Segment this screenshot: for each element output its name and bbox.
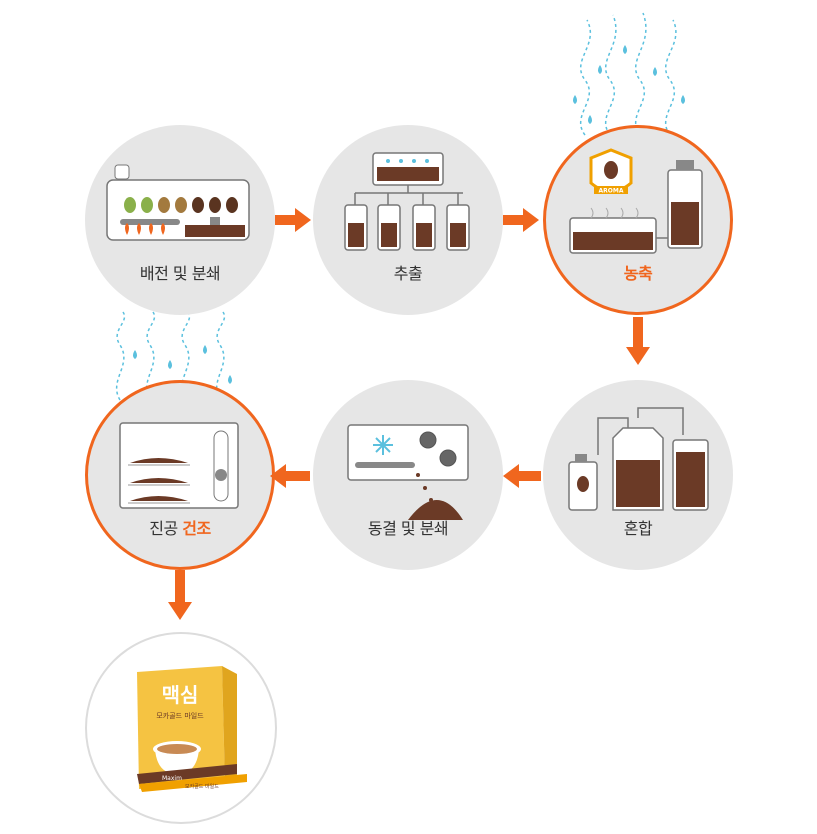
arrow-right-icon — [503, 208, 539, 232]
arrow-left-icon — [503, 464, 541, 488]
roasting-machine-icon — [106, 164, 250, 241]
vapor-steam-icon — [115, 311, 232, 401]
final-product: 맥심 모카골드 마일드 Maxim 모카골드 마일드 — [85, 632, 277, 824]
step-freeze: 동결 및 분쇄 — [313, 380, 503, 570]
step-extract: 추출 — [313, 125, 503, 315]
step-roast: 배전 및 분쇄 — [85, 125, 275, 315]
extraction-tanks-icon — [344, 152, 470, 251]
step-label: 동결 및 분쇄 — [367, 519, 449, 538]
concentration-icon: AROMA — [569, 148, 703, 254]
step-label: 혼합 — [623, 519, 653, 538]
vacuum-dryer-icon — [119, 422, 239, 509]
product-name: 모카골드 마일드 — [156, 711, 204, 720]
arrow-down-icon — [626, 317, 650, 365]
product-brand: 맥심 — [162, 683, 199, 707]
step-blend: 혼합 — [543, 380, 733, 570]
step-dry: 진공 건조 — [85, 380, 275, 570]
arrow-down-icon — [168, 570, 192, 620]
stick-name: 모카골드 마일드 — [185, 783, 219, 790]
aroma-badge-text: AROMA — [599, 188, 624, 195]
stick-brand: Maxim — [162, 775, 182, 782]
arrow-right-icon — [275, 208, 311, 232]
blending-tanks-icon — [568, 407, 709, 511]
freeze-grind-icon — [347, 424, 469, 520]
step-label: 배전 및 분쇄 — [139, 264, 221, 283]
step-concentrate: AROMA 농축 — [543, 125, 733, 315]
maxim-product-box-icon: 맥심 모카골드 마일드 Maxim 모카골드 마일드 — [137, 666, 247, 792]
step-label: 농축 — [623, 264, 653, 283]
arrow-left-icon — [270, 464, 310, 488]
step-label: 진공 건조 — [149, 519, 211, 538]
aroma-steam-icon — [573, 12, 685, 136]
step-label: 추출 — [393, 264, 423, 283]
